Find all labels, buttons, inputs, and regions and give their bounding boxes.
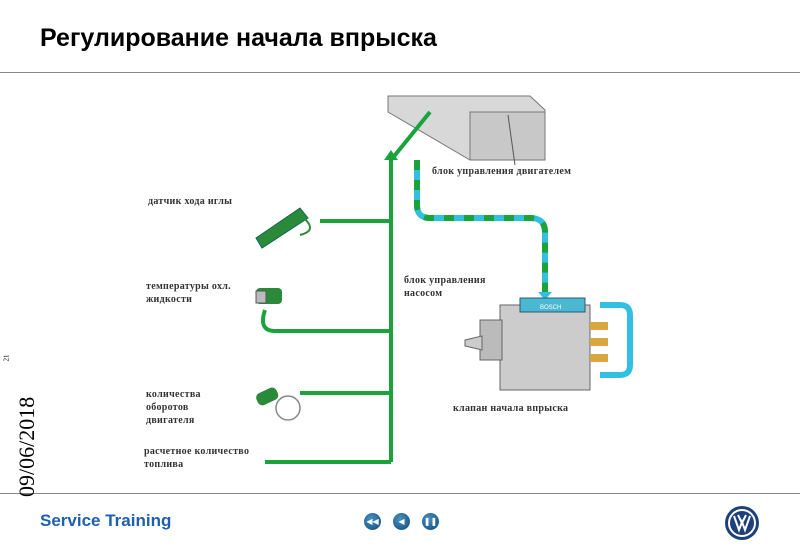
brand-text: Service Training	[40, 511, 172, 530]
label-fuel: расчетное количество топлива	[144, 446, 250, 470]
needle-sensor	[255, 207, 311, 249]
svg-text:BOSCH: BOSCH	[540, 305, 561, 311]
label-ecu: блок управления двигателем	[432, 166, 572, 177]
footer-divider	[0, 493, 800, 494]
label-rpm: количества оборотов двигателя	[146, 389, 201, 426]
can-bus-wire	[414, 160, 548, 292]
injection-pump: BOSCH	[464, 297, 633, 391]
pause-button[interactable]: ❚❚	[422, 513, 439, 530]
label-pump-ecu: блок управления насосом	[404, 275, 486, 299]
label-needle: датчик хода иглы	[148, 196, 233, 207]
page-title: Регулирование начала впрыска	[40, 24, 437, 52]
page-number: 21	[2, 354, 11, 362]
pause-icon: ❚❚	[423, 517, 438, 526]
header-divider	[0, 72, 800, 73]
first-slide-button[interactable]: ◀◀	[364, 513, 381, 530]
vw-logo	[725, 506, 759, 540]
back-icon: ◀	[398, 517, 405, 526]
back-button[interactable]: ◀	[393, 513, 410, 530]
label-valve: клапан начала впрыска	[453, 403, 569, 414]
first-icon: ◀◀	[366, 517, 379, 526]
rpm-sensor	[256, 387, 301, 421]
engine-ecu	[387, 95, 546, 166]
date: 09/06/2018	[14, 396, 39, 497]
coolant-sensor	[255, 288, 282, 304]
label-coolant: температуры охл. жидкости	[146, 281, 231, 305]
